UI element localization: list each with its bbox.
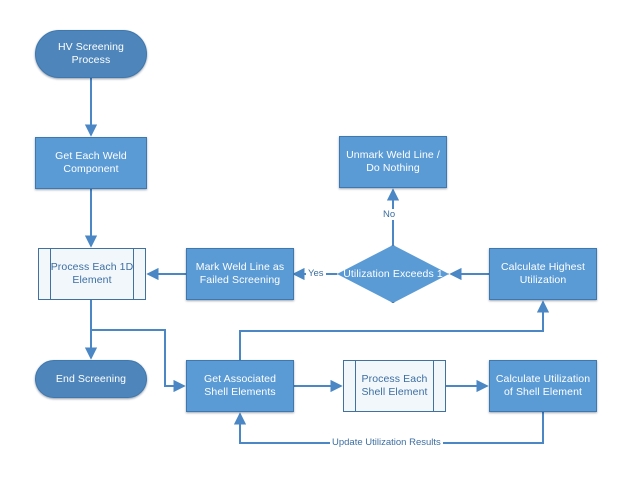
node-unmark-weld-line-do-nothing[interactable]: Unmark Weld Line / Do Nothing xyxy=(339,136,447,188)
node-label: End Screening xyxy=(55,372,127,385)
node-label: Utilization Exceeds 1 xyxy=(343,267,443,280)
edge-get-shell-to-calc-highest xyxy=(239,300,550,360)
node-label: Process Each 1D Element xyxy=(50,261,134,286)
node-mark-weld-line-as-failed-screening[interactable]: Mark Weld Line as Failed Screening xyxy=(186,248,294,300)
edge-label-update-utilization-results: Update Utilization Results xyxy=(330,437,443,448)
edge-process-1d-to-get-shell xyxy=(91,329,186,393)
node-end-screening[interactable]: End Screening xyxy=(35,360,147,398)
node-label: Mark Weld Line as Failed Screening xyxy=(195,261,285,286)
node-label: Unmark Weld Line / Do Nothing xyxy=(346,149,440,174)
node-label: Calculate Highest Utilization xyxy=(501,261,585,286)
node-hv-screening-process[interactable]: HV Screening Process xyxy=(35,30,147,78)
edge-label-no: No xyxy=(381,209,398,220)
predefined-bar-left-icon xyxy=(355,361,356,411)
node-get-each-weld-component[interactable]: Get Each Weld Component xyxy=(35,137,147,189)
node-decision-utilization-exceeds-1[interactable]: Utilization Exceeds 1 xyxy=(337,245,449,303)
node-label: Get Associated Shell Elements xyxy=(203,373,277,398)
node-label: Get Each Weld Component xyxy=(55,150,127,175)
node-label: HV Screening Process xyxy=(58,41,124,66)
predefined-bar-left-icon xyxy=(50,249,51,299)
node-calculate-utilization-of-shell-element[interactable]: Calculate Utilization of Shell Element xyxy=(489,360,597,412)
edge-label-yes: Yes xyxy=(306,268,326,279)
predefined-bar-right-icon xyxy=(433,361,434,411)
node-process-each-1d-element[interactable]: Process Each 1D Element xyxy=(38,248,146,300)
node-label: Calculate Utilization of Shell Element xyxy=(495,373,591,398)
predefined-bar-right-icon xyxy=(133,249,134,299)
node-process-each-shell-element[interactable]: Process Each Shell Element xyxy=(343,360,446,412)
node-label: Process Each Shell Element xyxy=(361,373,428,398)
node-calculate-highest-utilization[interactable]: Calculate Highest Utilization xyxy=(489,248,597,300)
node-get-associated-shell-elements[interactable]: Get Associated Shell Elements xyxy=(186,360,294,412)
